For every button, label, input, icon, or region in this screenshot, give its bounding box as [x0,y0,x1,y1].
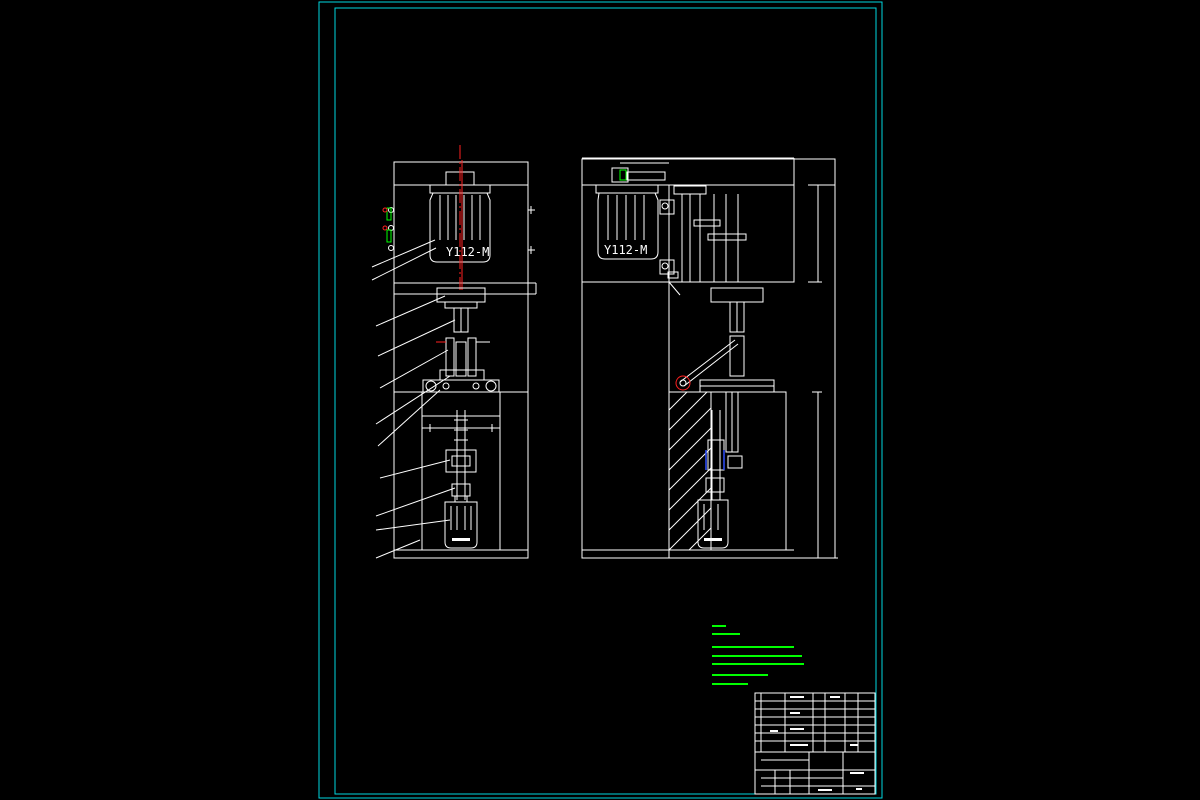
technical-notes [712,625,804,685]
left-view: Y112-M [371,145,537,559]
hatch-pattern [668,391,712,551]
sheet-frame [318,1,883,799]
left-leader-lines [371,239,456,559]
right-motor-label: Y112-M [604,243,647,257]
title-block [754,692,876,795]
left-motor-label: Y112-M [446,245,489,259]
right-view: Y112-M [581,157,838,559]
